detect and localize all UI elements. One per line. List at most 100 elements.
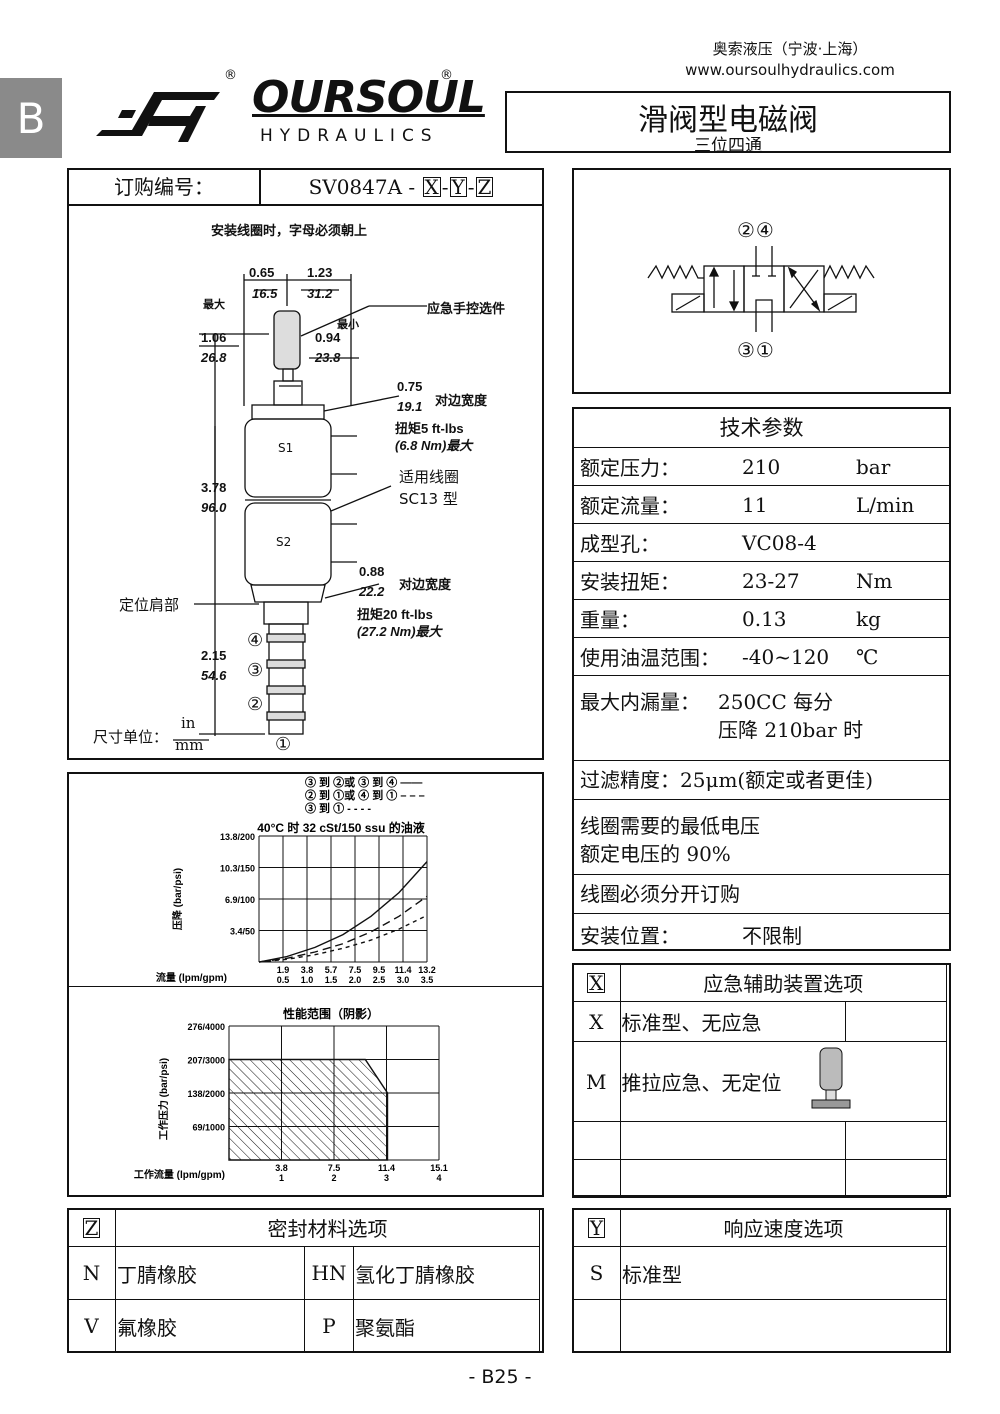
x-tick-label: 11.4 (394, 965, 411, 975)
dim-222: 22.2 (359, 584, 385, 599)
dim-546: 54.6 (201, 668, 227, 683)
opt-z-r1-d1: 丁腈橡胶 (115, 1246, 305, 1300)
dimension-drawing-box: 订购编号： SV0847A - X-Y-Z (67, 168, 544, 760)
symbol-top-ports: ②④ (737, 218, 775, 242)
opt-x-title: 应急辅助装置选项 (619, 963, 948, 1002)
valve-symbol-icon (647, 246, 875, 332)
port-3-label: ③ (247, 660, 264, 681)
dim-191: 19.1 (397, 399, 423, 414)
x-tick-label: 1.9 (277, 965, 290, 975)
mount-label: 安装位置： (580, 924, 680, 948)
page-title: 滑阀型电磁阀 (638, 103, 818, 138)
unit-mm: mm (175, 736, 204, 754)
x-tick-label: 2.0 (349, 975, 362, 985)
y-tick-label: 10.3/150 (220, 864, 255, 874)
opt-z-r1-c1: N (67, 1246, 116, 1300)
dim-065: 0.65 (249, 265, 275, 280)
opt-x-row1-code: X (572, 1001, 621, 1042)
dim-123: 1.23 (307, 265, 333, 280)
symbol-bottom-ports: ③① (737, 338, 775, 362)
option-x-box: X 应急辅助装置选项 X 标准型、无应急 M 推拉应急、无定位 (572, 963, 951, 1198)
x-tick-label: 2.5 (373, 975, 386, 985)
opt-z-r2-d1: 氟橡胶 (115, 1299, 305, 1353)
dim-312: 31.2 (307, 286, 333, 301)
label-min: 最小 (337, 319, 359, 331)
dim-378: 3.78 (201, 480, 227, 495)
opt-y-r1-code: S (572, 1246, 621, 1300)
chart-title: 性能范围（阴影） (282, 1006, 379, 1021)
spec-leak-row: 最大内漏量： 250CC 每分 压降 210bar 时 (574, 675, 949, 760)
opt-x-row2-desc: 推拉应急、无定位 (621, 1071, 782, 1095)
page-number: - B25 - (468, 1366, 532, 1388)
spec-cell-k: 额定流量： (574, 485, 736, 524)
option-y-box: Y 响应速度选项 S 标准型 (572, 1208, 951, 1353)
coil-order-row: 线圈必须分开订购 (574, 874, 949, 913)
option-x-table: X 应急辅助装置选项 X 标准型、无应急 M 推拉应急、无定位 (572, 963, 948, 1198)
spec-cell-v: VC08-4 (736, 523, 850, 562)
order-x: X (422, 175, 441, 199)
spec-cell-k: 成型孔： (574, 523, 736, 562)
brand-sub: HYDRAULICS (260, 126, 439, 146)
opt-z-title: 密封材料选项 (115, 1208, 540, 1247)
order-code-row: 订购编号： SV0847A - X-Y-Z (69, 170, 542, 206)
shoulder-label: 定位肩部 (119, 596, 180, 614)
x-tick-label: 13.2 (418, 965, 436, 975)
logo-mark-icon (96, 92, 220, 142)
spec-cell-k: 额定压力： (580, 456, 680, 480)
x-tick-label: 3.5 (421, 975, 434, 985)
torque-1a: 扭矩5 ft-lbs (395, 421, 464, 436)
torque-1b: (6.8 Nm)最大 (395, 438, 473, 453)
x-tick-label: 3.0 (397, 975, 410, 985)
port-1-label: ① (275, 734, 292, 755)
leak-label: 最大内漏量： (580, 690, 700, 714)
order-code: SV0847A - X-Y-Z (261, 170, 542, 204)
legend-entry: ③ 到 ②或 ③ 到 ④ —— (305, 775, 422, 789)
coil-s1-label: S1 (278, 441, 294, 455)
spec-cell-u: kg (850, 599, 949, 638)
legend-entry: ② 到 ①或 ④ 到 ① – – – (305, 788, 425, 802)
dim-215: 2.15 (201, 648, 227, 663)
install-note: 安装线圈时，字母必须朝上 (211, 223, 368, 238)
mount-row: 安装位置： 不限制 (574, 913, 949, 950)
flats-label-1: 对边宽度 (435, 393, 488, 408)
spec-cell-u: L/min (850, 485, 949, 524)
x-axis-label: 工作流量 (lpm/gpm) (134, 1168, 225, 1181)
legend-entry: ③ 到 ① - - - - (305, 801, 371, 815)
x-tick-label: 5.7 (325, 965, 338, 975)
leak-value-1: 250CC 每分 (718, 690, 834, 714)
dim-165: 16.5 (252, 286, 278, 301)
spec-cell-k: 安装扭矩： (574, 561, 736, 600)
spec-cell-u: Nm (850, 561, 949, 600)
opt-z-code: Z (82, 1215, 101, 1240)
opt-y-code: Y (587, 1215, 606, 1240)
company-website[interactable]: www.oursoulhydraulics.com (685, 61, 895, 79)
spec-title: 技术参数 (574, 409, 949, 448)
dim-088: 0.88 (359, 564, 385, 579)
torque-2a: 扭矩20 ft-lbs (357, 607, 433, 622)
order-prefix: SV0847A - (308, 175, 416, 199)
dim-075: 0.75 (397, 379, 423, 394)
dim-094: 0.94 (315, 330, 341, 345)
dim-106: 1.06 (201, 330, 227, 345)
x-tick-label: 7.5 (349, 965, 362, 975)
opt-z-r2-c2: P (304, 1299, 354, 1353)
opt-y-r1-desc: 标准型 (620, 1246, 947, 1300)
unit-in: in (181, 714, 196, 732)
option-y-table: Y 响应速度选项 S 标准型 (572, 1208, 947, 1353)
y-tick-label: 13.8/200 (220, 832, 255, 842)
page-subtitle: 三位四通 (694, 136, 762, 156)
opt-z-r1-c2: HN (304, 1246, 354, 1300)
option-z-table: Z 密封材料选项 N 丁腈橡胶 HN 氢化丁腈橡胶 V 氟橡胶 P 聚氨酯 (67, 1208, 540, 1353)
spec-row: 成型孔：VC08-4 (574, 523, 949, 562)
reg-mark-2: ® (440, 68, 453, 83)
order-dash-1: - (441, 175, 449, 199)
brand-name: OURSOUL (252, 72, 486, 123)
coil-note-2: SC13 型 (399, 490, 458, 508)
chart-title: 40°C 时 32 cSt/150 ssu 的油液 (257, 820, 425, 835)
filter-row: 过滤精度：25μm(额定或者更佳) (574, 760, 949, 799)
series-line (258, 895, 428, 963)
dim-268: 26.8 (201, 350, 227, 365)
